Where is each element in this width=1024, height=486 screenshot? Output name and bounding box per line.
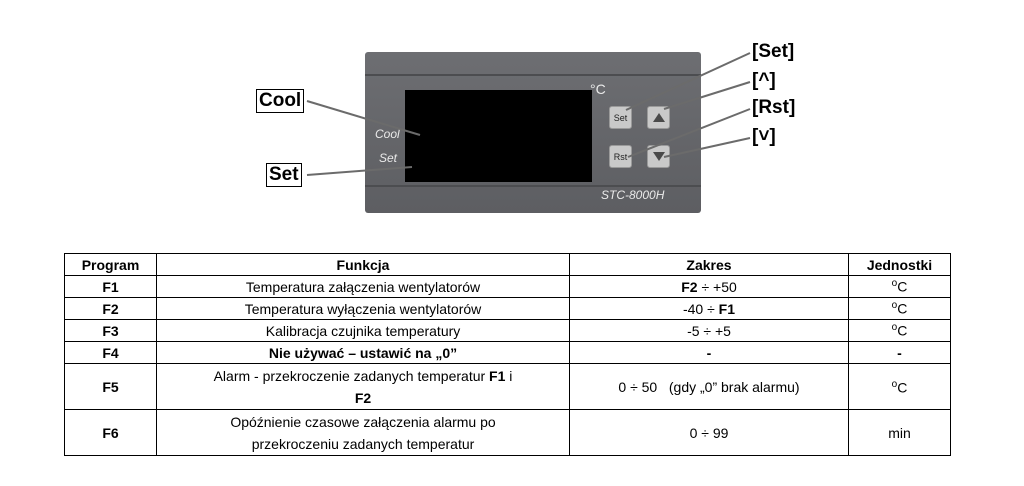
cell-jednostki: min [848, 409, 951, 456]
cell-program: F3 [64, 319, 157, 342]
callout-btn-rst: [Rst] [752, 97, 796, 118]
callout-line-btn-set [625, 52, 751, 111]
device-set-button: Set [609, 106, 632, 129]
callout-set: Set [266, 163, 302, 187]
cell-program: F1 [64, 275, 157, 298]
degree-symbol: o [891, 379, 898, 391]
degree-symbol: o [891, 300, 898, 312]
callout-cool: Cool [256, 89, 305, 113]
callout-line-set [306, 166, 413, 176]
degree-symbol: o [891, 322, 898, 334]
cell-zakres: 0 ÷ 50 (gdy „0” brak alarmu) [569, 363, 849, 410]
table-row: F2 Temperatura wyłączenia wentylatorów -… [64, 297, 951, 320]
device-bevel-top [365, 74, 701, 76]
cell-program: F5 [64, 363, 157, 410]
cell-jednostki: oC [848, 319, 951, 342]
device-up-button [647, 106, 670, 129]
unit-text: C [897, 278, 908, 295]
cell-zakres: 0 ÷ 99 [569, 409, 849, 456]
triangle-down-icon [652, 152, 665, 161]
table-row: F5 Alarm - przekroczenie zadanych temper… [64, 363, 951, 410]
device-cool-label: Cool [375, 127, 400, 141]
header-program: Program [64, 253, 157, 276]
cell-program: F6 [64, 409, 157, 456]
unit-text: C [897, 322, 908, 339]
thermostat-device: Cool Set °C STC-8000H Set Rst [365, 52, 701, 213]
cell-program: F4 [64, 341, 157, 364]
callout-btn-set: [Set] [752, 41, 795, 62]
cell-jednostki: oC [848, 297, 951, 320]
funkcja-text: i [505, 367, 513, 384]
cell-funkcja: Alarm - przekroczenie zadanych temperatu… [156, 363, 570, 410]
funkcja-ref: F2 [354, 389, 372, 406]
cell-funkcja: Kalibracja czujnika temperatury [156, 319, 570, 342]
cell-zakres: -40 ÷ F1 [569, 297, 849, 320]
degree-symbol: o [891, 278, 898, 290]
cell-jednostki: - [848, 341, 951, 364]
funkcja-text: Opóźnienie czasowe załączenia alarmu po [230, 413, 496, 430]
table-header-row: Program Funkcja Zakres Jednostki [64, 253, 951, 276]
device-bevel-bottom [365, 185, 701, 187]
zakres-range: ÷ +50 [697, 278, 737, 295]
cell-jednostki: oC [848, 363, 951, 410]
callout-line-btn-up [663, 81, 751, 110]
callout-line-btn-down [663, 137, 751, 158]
callout-btn-up: [^] [752, 70, 776, 91]
cell-zakres: F2 ÷ +50 [569, 275, 849, 298]
cell-zakres: -5 ÷ +5 [569, 319, 849, 342]
zakres-ref: F2 [681, 278, 698, 295]
device-unit-label: °C [590, 81, 606, 97]
device-set-label: Set [379, 151, 398, 165]
callout-line-btn-rst [627, 108, 751, 158]
funkcja-ref: F1 [489, 367, 506, 384]
table-row: F3 Kalibracja czujnika temperatury -5 ÷ … [64, 319, 951, 342]
zakres-range: -40 ÷ [682, 300, 719, 317]
cell-zakres: - [569, 341, 849, 364]
triangle-up-icon [652, 113, 665, 122]
cell-jednostki: oC [848, 275, 951, 298]
funkcja-text: Alarm - przekroczenie zadanych temperatu… [213, 367, 490, 384]
zakres-ref: F1 [718, 300, 736, 317]
table-row: F4 Nie używać – ustawić na „0” - - [64, 341, 951, 364]
table-row: F6 Opóźnienie czasowe załączenia alarmu … [64, 409, 951, 456]
callout-line-cool [306, 100, 421, 136]
parameter-table: Program Funkcja Zakres Jednostki F1 Temp… [64, 253, 951, 456]
cell-funkcja: Opóźnienie czasowe załączenia alarmu po p… [156, 409, 570, 456]
unit-text: C [897, 300, 908, 317]
unit-text: C [897, 379, 908, 396]
callout-btn-down: [˅] [752, 126, 776, 147]
device-display [405, 90, 592, 182]
device-model-label: STC-8000H [601, 188, 665, 202]
table-row: F1 Temperatura załączenia wentylatorów F… [64, 275, 951, 298]
cell-program: F2 [64, 297, 157, 320]
cell-funkcja: Temperatura załączenia wentylatorów [156, 275, 570, 298]
cell-funkcja: Nie używać – ustawić na „0” [156, 341, 570, 364]
header-zakres: Zakres [569, 253, 849, 276]
header-funkcja: Funkcja [156, 253, 570, 276]
header-jednostki: Jednostki [848, 253, 951, 276]
cell-funkcja: Temperatura wyłączenia wentylatorów [156, 297, 570, 320]
funkcja-text: przekroczeniu zadanych temperatur [251, 435, 475, 452]
